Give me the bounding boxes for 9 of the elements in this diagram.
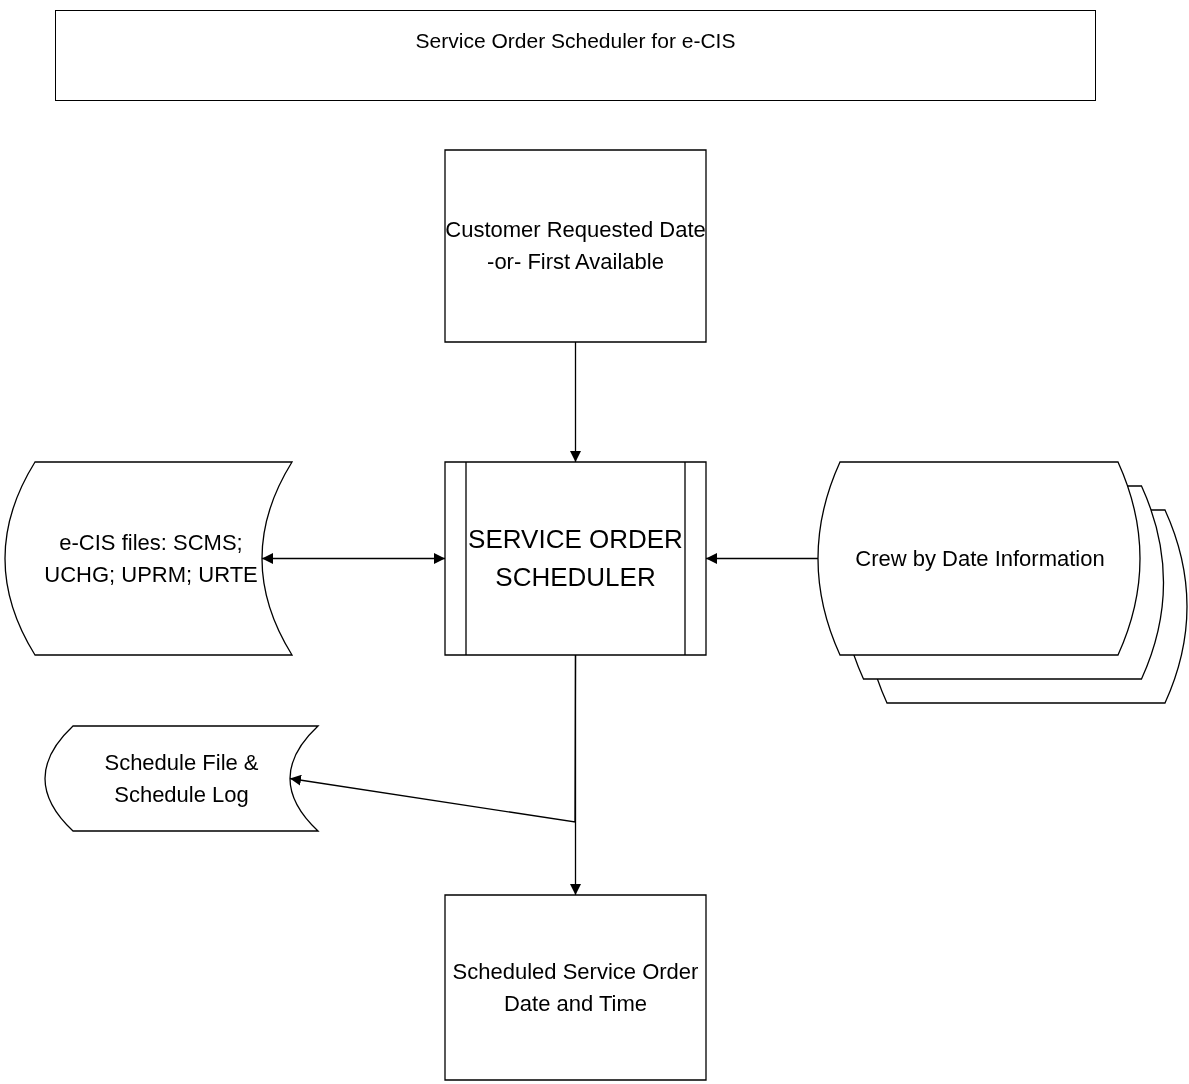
arrow [570,654,581,896]
node-label: Crew by Date Information [855,544,1105,573]
node-label: e-CIS files: SCMS; UCHG; UPRM; URTE [43,528,259,589]
node-label: Scheduled Service Order Date and Time [451,957,700,1018]
title: Service Order Scheduler for e-CIS [55,10,1096,101]
node-label: SERVICE ORDER SCHEDULER [467,522,684,594]
node-label: Schedule File & Schedule Log [103,748,260,809]
node-label: Customer Requested Date -or- First Available [445,216,706,276]
arrow [570,341,581,463]
